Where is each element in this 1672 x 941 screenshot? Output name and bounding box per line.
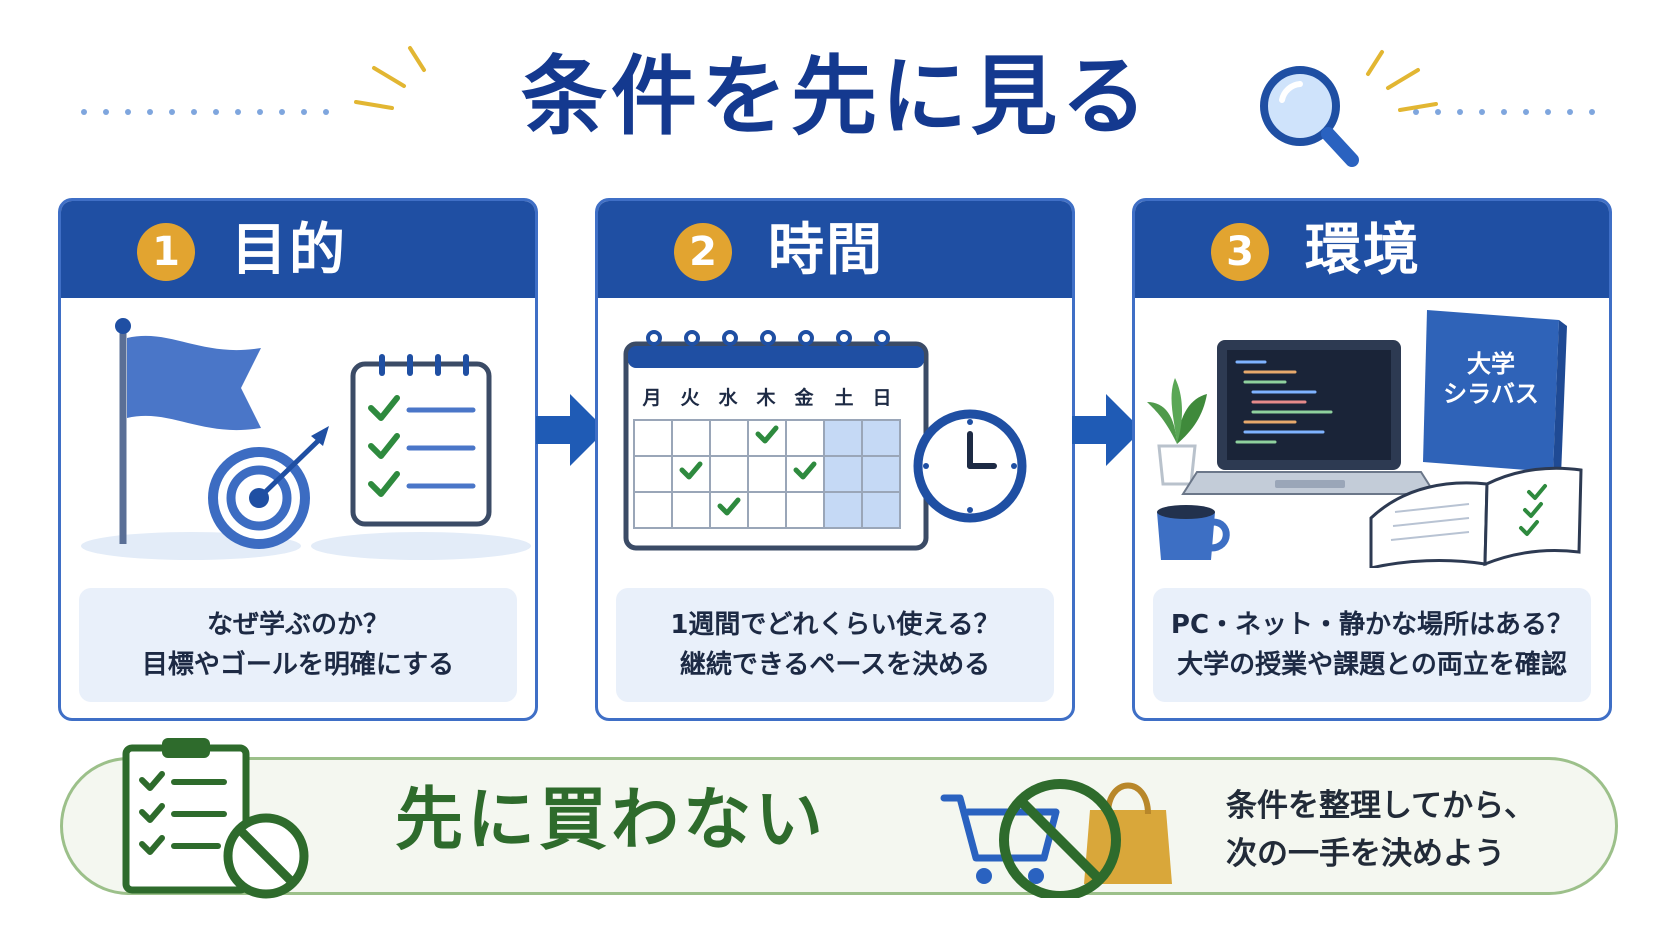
step-number-badge: 3	[1211, 223, 1269, 281]
card-environment: 3 環境	[1132, 198, 1612, 721]
card-description-line: PC・ネット・静かな場所はある？	[1170, 609, 1574, 640]
book-icon: 大学 シラバス	[1369, 310, 1583, 568]
calendar-icon: 月 火 水 木 金 土 日	[623, 330, 929, 551]
environment-illustration: 大学 シラバス	[1147, 310, 1583, 568]
clock-icon	[913, 409, 1027, 523]
book-title-line: シラバス	[1443, 380, 1539, 408]
weekday-label: 月	[641, 387, 661, 409]
sparkle-left	[354, 46, 426, 110]
plant-icon	[1147, 378, 1207, 486]
laptop-icon	[1181, 340, 1437, 495]
time-illustration: 月 火 水 木 金 土 日	[623, 330, 1027, 551]
weekday-label: 木	[755, 386, 776, 409]
card-description-line: なぜ学ぶのか？	[206, 609, 389, 640]
card-title: 環境	[1305, 218, 1421, 283]
dotted-line-right	[1413, 109, 1595, 115]
card-header: 1 目的	[61, 201, 535, 298]
card-title: 時間	[768, 218, 884, 283]
card-description-line: 目標やゴールを明確にする	[141, 650, 455, 680]
banner-message-line: 条件を整理してから、	[1226, 788, 1536, 824]
card-description: なぜ学ぶのか？ 目標やゴールを明確にする	[79, 588, 517, 702]
card-description: 1週間でどれくらい使える？ 継続できるペースを決める	[616, 588, 1054, 702]
weekday-label: 水	[718, 387, 738, 409]
purpose-illustration	[81, 318, 531, 560]
card-title: 目的	[231, 218, 347, 283]
target-icon	[208, 426, 329, 549]
bottom-banner	[60, 757, 1618, 895]
book-title-line: 大学	[1467, 350, 1515, 378]
card-description: PC・ネット・静かな場所はある？ 大学の授業や課題との両立を確認	[1153, 588, 1591, 702]
card-header: 2 時間	[598, 201, 1072, 298]
card-description-line: 継続できるペースを決める	[679, 650, 991, 680]
sparkle-right	[1366, 50, 1438, 112]
checklist-icon	[350, 354, 492, 527]
weekday-label: 日	[872, 387, 891, 409]
no-shopping-icon	[940, 779, 1172, 898]
step-number-badge: 1	[137, 223, 195, 281]
flag-icon	[115, 318, 261, 544]
arrow-right-icon	[536, 394, 606, 466]
weekday-label: 火	[680, 387, 700, 409]
card-description-line: 大学の授業や課題との両立を確認	[1177, 650, 1567, 680]
card-purpose: 1 目的 なぜ学ぶのか？ 目標やゴールを	[58, 198, 538, 721]
magnifier-icon	[1260, 66, 1359, 167]
banner-message-line: 次の一手を決めよう	[1226, 836, 1505, 873]
card-header: 3 環境	[1135, 201, 1609, 298]
weekday-label: 金	[793, 386, 814, 409]
banner-title: 先に買わない	[395, 781, 828, 860]
card-description-line: 1週間でどれくらい使える？	[670, 609, 1000, 640]
dotted-line-left	[81, 109, 329, 115]
page-title: 条件を先に見る	[521, 47, 1151, 147]
banner-message: 条件を整理してから、 次の一手を決めよう	[1226, 782, 1535, 878]
step-number-badge: 2	[674, 223, 732, 281]
arrow-right-icon	[1072, 394, 1142, 466]
no-clipboard-icon	[122, 738, 309, 899]
card-time: 2 時間 月 火 水 木 金 土 日	[595, 198, 1075, 721]
mug-icon	[1157, 505, 1230, 560]
weekday-label: 土	[834, 387, 853, 409]
